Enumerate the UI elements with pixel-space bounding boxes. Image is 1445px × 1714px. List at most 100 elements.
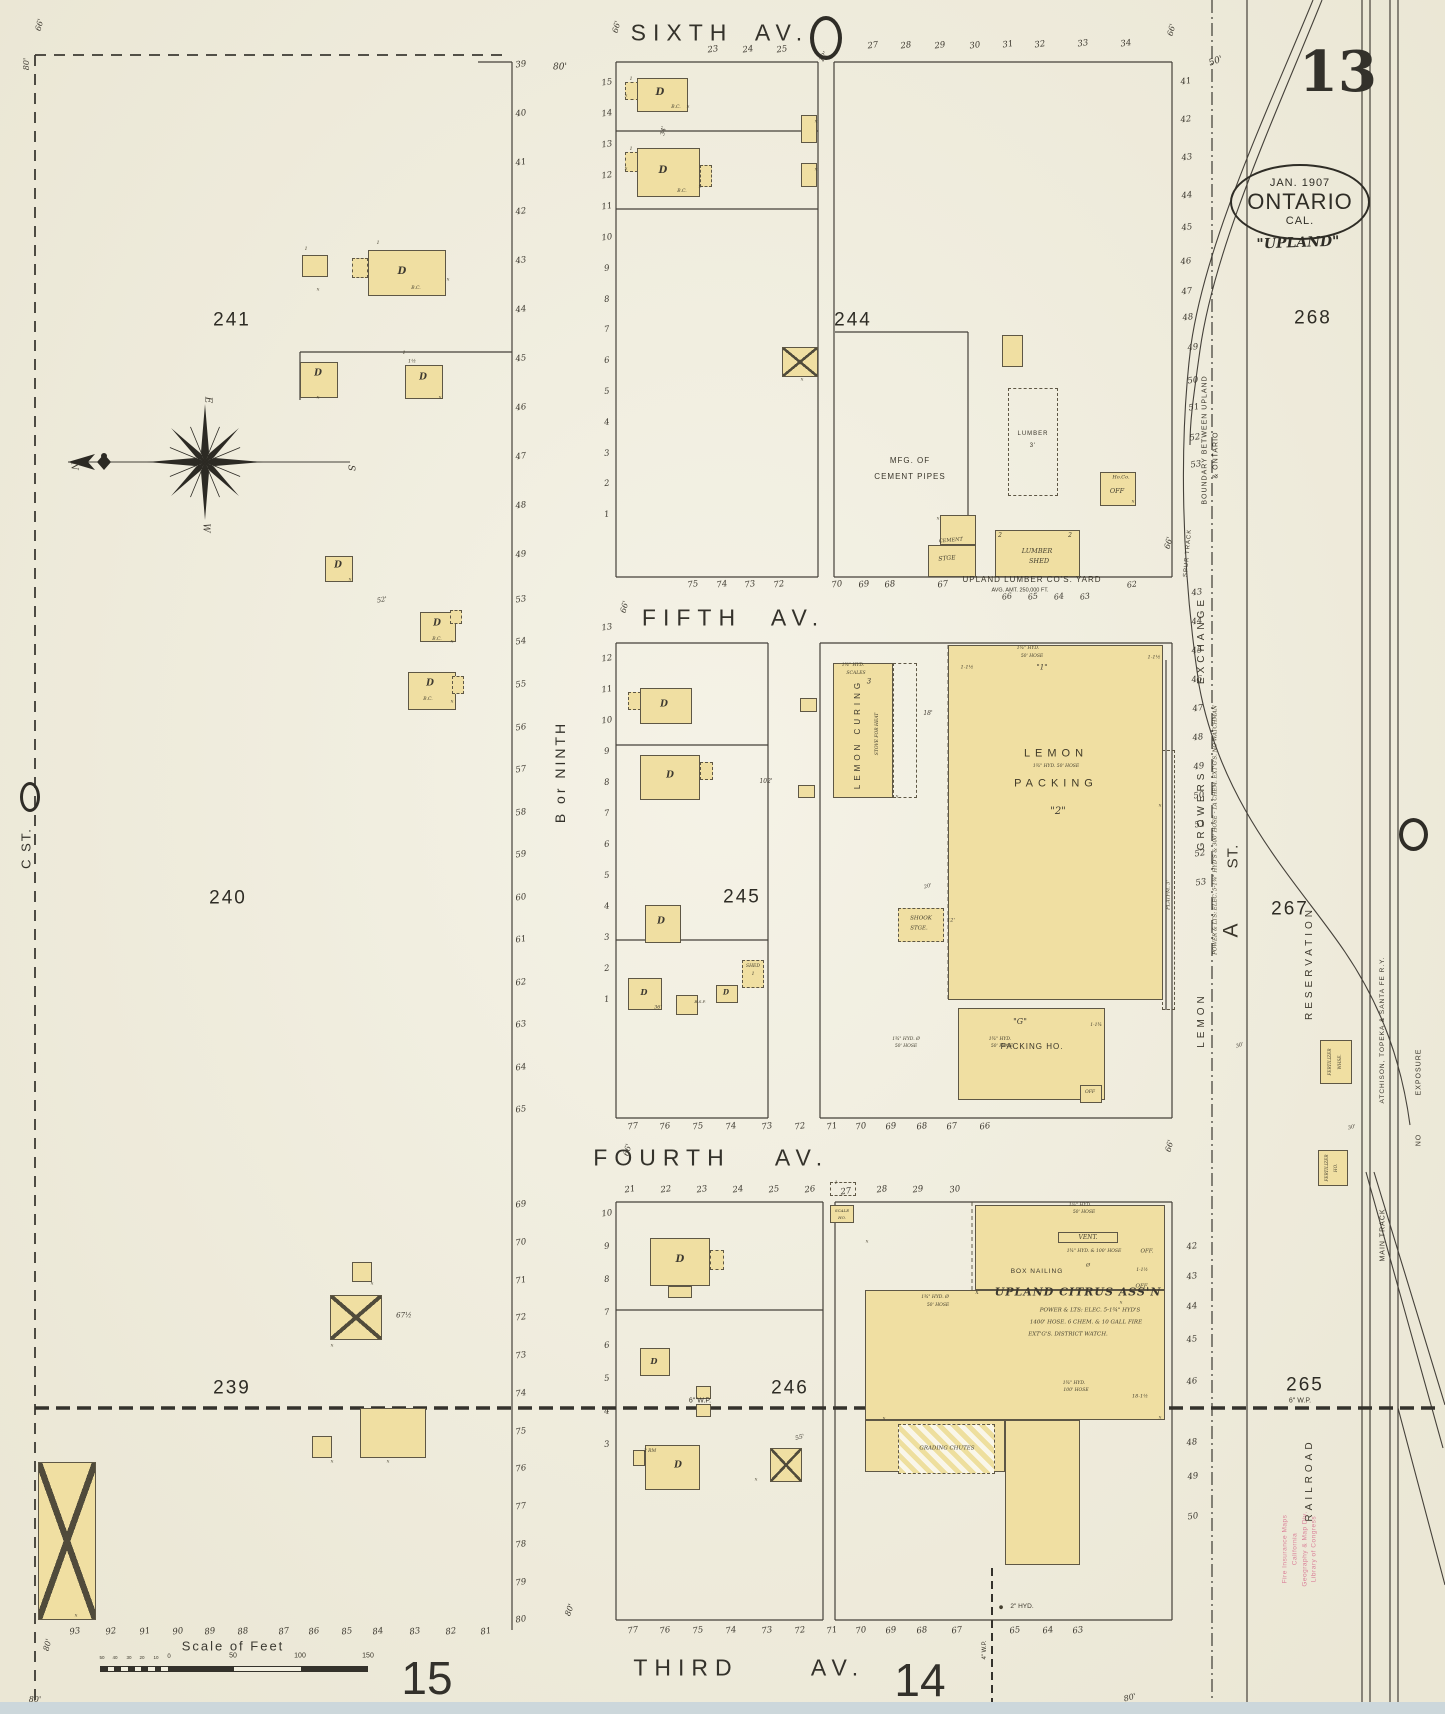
map-label: 48 [1185,1437,1199,1449]
map-label: 75 [691,1625,705,1637]
map-label: ST. [1224,843,1242,869]
map-label: 8 [603,294,611,306]
map-label: 1 [402,350,406,356]
map-label: 53 [514,594,528,606]
building-footprint [742,960,764,988]
map-label: NO [1415,1133,1423,1147]
map-label: 11 [600,201,614,213]
map-label: 244 [834,309,872,331]
building-footprint [408,672,456,710]
map-label: 10 [600,232,614,244]
map-label: 74 [514,1388,528,1400]
map-label: 3' [1029,443,1037,449]
scale-of-feet-label: Scale of Feet [181,1638,285,1654]
building-footprint [1005,1420,1080,1565]
map-label: 46 [514,402,528,414]
map-label: D [674,1460,682,1471]
map-label: 1 [834,1180,838,1186]
map-label: 78 [514,1539,528,1551]
map-label: 50' HOSE [1020,653,1044,659]
map-label: 71 [825,1625,839,1637]
title-city: ONTARIO [1247,189,1353,214]
map-label: 45 [514,353,528,365]
building-footprint [676,995,698,1015]
map-label: 7 [603,808,611,820]
map-label: VENT. [1078,1234,1098,1241]
map-label: 74 [715,579,729,591]
map-label: 50 [229,1652,237,1660]
map-label: STGE. [910,925,928,932]
map-label: 70 [854,1121,868,1133]
map-label: BOUNDARY BETWEEN UPLAND [1201,375,1209,505]
map-label: D [660,699,668,710]
title-alias: "UPLAND" [1256,233,1340,253]
street-b-or-ninth: B or NINTH [552,720,568,824]
map-label: EXPOSURE [1415,1048,1423,1096]
north-arrow-icon [68,453,111,470]
map-label: GRADING CHUTES [919,1445,975,1452]
map-label: 77 [514,1501,528,1513]
map-label: 87 [277,1626,291,1638]
map-label: x [882,1415,886,1422]
map-label: SHOOK [910,915,932,922]
building-footprint [302,255,328,277]
map-label: HO. [1332,1163,1338,1173]
map-label: 53 [1194,877,1208,889]
map-label: x [865,1238,869,1245]
map-label: 3 [603,932,611,944]
map-label: x [686,103,690,110]
map-label: 2 RM [643,1448,657,1454]
map-label: 50' HOSE [926,1302,950,1308]
map-label: WHSE. [1336,1054,1342,1070]
map-label: 241 [213,309,251,331]
building-footprint [645,1445,700,1490]
map-label: 64 [1041,1625,1055,1637]
building-footprint [637,78,688,112]
map-label: MFG. OF [889,456,931,465]
map-label: 83 [408,1626,422,1638]
map-label: 100 [294,1652,306,1660]
map-label: UPLAND LUMBER CO'S. YARD [962,575,1102,584]
map-label: 1-1¾ [1090,1022,1102,1028]
map-label: "G" [1013,1017,1027,1026]
map-label: EXT'G'S. DISTRICT WATCH. [1028,1331,1108,1338]
map-label: x [975,1289,979,1296]
map-label: 40 [514,108,528,120]
map-label: 69 [884,1625,898,1637]
map-label: 80 [514,1614,528,1626]
grade-zero-symbol [20,782,40,812]
building-footprint [798,785,815,798]
map-label: 69 [857,579,871,591]
map-label: LUMBER [1021,546,1053,555]
map-label: E [202,396,213,404]
building-footprint [450,610,462,624]
map-label: 49 [514,549,528,561]
map-label: 1 [751,971,755,977]
map-label: W [200,523,211,533]
map-label: 5 [603,1373,611,1385]
map-label: 55 [514,679,528,691]
map-label: 8 [603,1274,611,1286]
sheet-number: 13 [1299,39,1377,105]
building-footprint [782,347,818,377]
map-label: 74 [724,1121,738,1133]
building-footprint [948,645,1163,1000]
map-label: 14 [600,108,614,120]
map-label: & ONTARIO [1212,431,1220,479]
map-label: SHED [746,963,760,969]
map-label: 91 [138,1626,152,1638]
map-label: x [895,793,899,800]
map-label: D [658,165,668,176]
building-footprint [637,148,700,197]
map-label: 29 [911,1184,925,1196]
map-label: 1 [629,146,633,152]
map-label: 75 [514,1426,528,1438]
building-footprint [300,362,338,398]
map-label: 73 [760,1625,774,1637]
map-label: 13 [600,139,614,151]
stamp-line: California [1291,1532,1299,1566]
map-label: OFF. [1135,1283,1149,1290]
map-label: x [330,1342,334,1349]
